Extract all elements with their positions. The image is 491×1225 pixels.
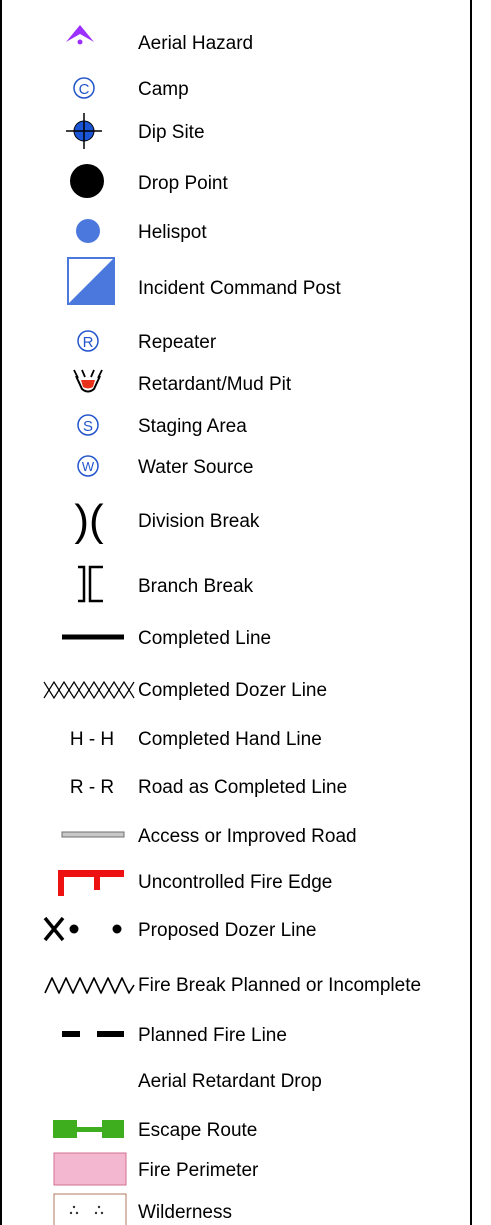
legend-row-retardant-mud-pit: Retardant/Mud Pit — [73, 369, 292, 395]
road-completed-line-icon: R - R — [70, 777, 114, 798]
legend-row-incident-command-post: Incident Command Post — [67, 257, 341, 305]
planned-fire-line-icon — [62, 1031, 124, 1037]
legend-label: Wilderness — [138, 1202, 232, 1223]
legend-row-branch-break: Branch Break — [78, 565, 254, 603]
svg-text:W: W — [82, 459, 95, 474]
legend-label: Completed Dozer Line — [138, 680, 327, 701]
legend-row-completed-dozer-line: Completed Dozer Line — [43, 680, 327, 701]
legend-row-fire-break-planned: Fire Break Planned or Incomplete — [44, 975, 421, 996]
legend-label: Fire Break Planned or Incomplete — [138, 975, 421, 996]
legend-label: Drop Point — [138, 173, 228, 194]
uncontrolled-fire-edge-icon — [58, 870, 124, 896]
legend-label: Completed Line — [138, 628, 271, 649]
legend-row-aerial-hazard: Aerial Hazard — [66, 25, 253, 54]
legend-row-fire-perimeter: Fire Perimeter — [53, 1152, 259, 1186]
staging-area-icon: S — [77, 414, 99, 436]
svg-text:R: R — [83, 334, 94, 351]
wilderness-icon — [53, 1193, 127, 1225]
fire-perimeter-icon — [53, 1152, 127, 1186]
legend-row-camp: C Camp — [73, 77, 189, 100]
legend-row-wilderness: Wilderness — [53, 1193, 232, 1225]
legend-label: Camp — [138, 79, 189, 100]
legend-row-water-source: W Water Source — [77, 455, 253, 478]
legend-row-proposed-dozer-line: Proposed Dozer Line — [43, 916, 317, 942]
legend-row-planned-fire-line: Planned Fire Line — [62, 1025, 287, 1046]
legend-label: Incident Command Post — [138, 278, 341, 299]
legend-label: Division Break — [138, 511, 260, 532]
svg-text:C: C — [79, 81, 90, 98]
camp-icon: C — [73, 77, 95, 99]
legend-row-uncontrolled-fire-edge: Uncontrolled Fire Edge — [58, 870, 332, 896]
aerial-hazard-icon — [66, 25, 94, 45]
legend-label: Branch Break — [138, 576, 254, 597]
legend-row-access-road: Access or Improved Road — [61, 826, 357, 847]
incident-command-post-icon — [67, 257, 115, 305]
legend-label: Fire Perimeter — [138, 1160, 259, 1181]
water-source-icon: W — [77, 455, 99, 477]
legend-row-drop-point: Drop Point — [70, 164, 228, 198]
legend-label: Uncontrolled Fire Edge — [138, 872, 332, 893]
legend-label: Aerial Retardant Drop — [138, 1071, 322, 1092]
completed-hand-line-icon: H - H — [70, 729, 114, 750]
division-break-icon: )( — [74, 496, 104, 545]
legend-row-repeater: R Repeater — [77, 330, 217, 353]
branch-break-icon — [78, 565, 103, 603]
legend-label: Repeater — [138, 332, 217, 353]
drop-point-icon — [70, 164, 104, 198]
proposed-dozer-line-icon — [43, 916, 122, 942]
repeater-icon: R — [77, 330, 99, 352]
helispot-icon — [76, 219, 100, 243]
fire-break-planned-icon — [44, 977, 135, 994]
legend-label: Completed Hand Line — [138, 729, 322, 750]
legend-row-completed-line: Completed Line — [62, 628, 271, 649]
legend-label: Helispot — [138, 222, 207, 243]
legend-label: Staging Area — [138, 416, 247, 437]
legend-label: Aerial Hazard — [138, 33, 253, 54]
legend-row-helispot: Helispot — [76, 219, 207, 243]
legend-row-aerial-retardant-drop: Aerial Retardant Drop — [138, 1071, 322, 1092]
access-road-icon — [61, 831, 125, 838]
legend-label: Proposed Dozer Line — [138, 920, 317, 941]
legend-row-division-break: )( Division Break — [74, 496, 260, 545]
legend-label: Planned Fire Line — [138, 1025, 287, 1046]
legend-row-dip-site: Dip Site — [66, 113, 205, 149]
legend-row-completed-hand-line: H - H Completed Hand Line — [70, 729, 322, 750]
legend-frame — [0, 0, 472, 1225]
svg-text:S: S — [83, 418, 93, 435]
legend-row-road-completed-line: R - R Road as Completed Line — [70, 777, 347, 798]
legend-label: Retardant/Mud Pit — [138, 374, 292, 395]
legend-row-staging-area: S Staging Area — [77, 414, 247, 437]
escape-route-icon — [53, 1120, 124, 1138]
legend-label: Road as Completed Line — [138, 777, 347, 798]
legend-label: Dip Site — [138, 122, 205, 143]
retardant-mud-pit-icon — [73, 369, 103, 393]
legend-label: Access or Improved Road — [138, 826, 357, 847]
legend-label: Escape Route — [138, 1120, 257, 1141]
legend-label: Water Source — [138, 457, 253, 478]
legend-row-escape-route: Escape Route — [53, 1120, 257, 1141]
dip-site-icon — [66, 113, 102, 149]
completed-dozer-line-icon — [43, 680, 135, 700]
